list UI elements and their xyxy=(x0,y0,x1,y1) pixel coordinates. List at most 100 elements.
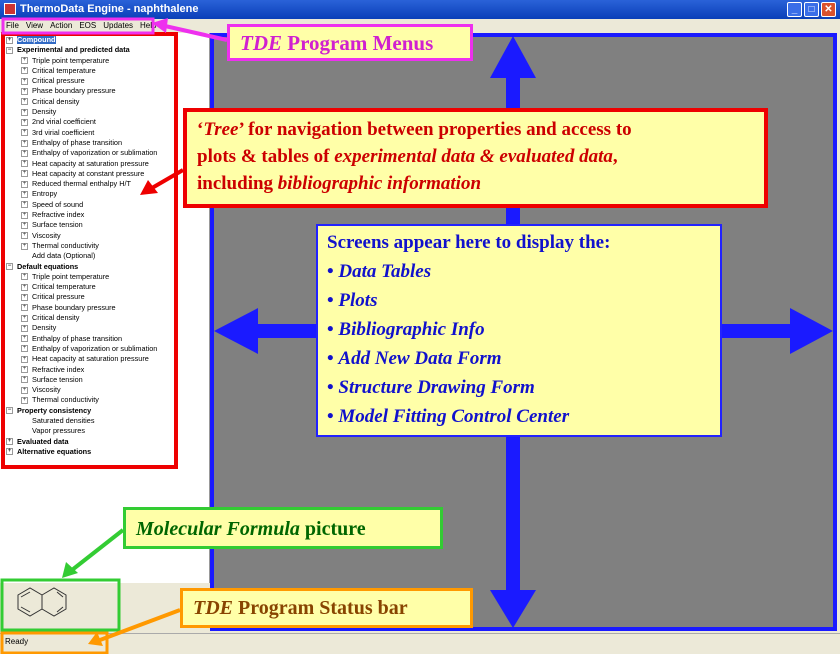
tree-item[interactable]: + Reduced thermal enthalpy H/T xyxy=(6,179,157,189)
expand-icon[interactable]: + xyxy=(21,160,28,168)
expand-icon[interactable]: + xyxy=(21,386,28,394)
tree-item-label: Reduced thermal enthalpy H/T xyxy=(32,179,131,189)
tree-item[interactable]: +Enthalpy of vaporization or sublimation xyxy=(6,344,157,354)
tree-item[interactable]: +Heat capacity at saturation pressure xyxy=(6,354,157,364)
close-button[interactable]: ✕ xyxy=(821,2,836,17)
tree-item-compound[interactable]: + Compound xyxy=(6,35,157,45)
callout-text: picture xyxy=(299,518,366,540)
tree-item[interactable]: +2nd virial coefficient xyxy=(6,117,157,127)
expand-icon[interactable]: + xyxy=(21,355,28,363)
expand-icon[interactable]: + xyxy=(21,335,28,343)
expand-icon[interactable]: + xyxy=(21,67,28,75)
tree-item[interactable]: +Critical pressure xyxy=(6,76,157,86)
expand-icon[interactable]: + xyxy=(21,304,28,312)
tree-item[interactable]: +Critical pressure xyxy=(6,292,157,302)
tree-item[interactable]: Saturated densities xyxy=(6,416,157,426)
expand-icon[interactable]: + xyxy=(21,376,28,384)
tree-group[interactable]: −Property consistency xyxy=(6,406,157,416)
tree-item[interactable]: +Viscosity xyxy=(6,385,157,395)
expand-icon[interactable]: + xyxy=(21,314,28,322)
tree-item[interactable]: + Enthalpy of vaporization or sublimation xyxy=(6,148,157,158)
tree-item[interactable]: +Heat capacity at constant pressure xyxy=(6,169,157,179)
tree-item[interactable]: +Density xyxy=(6,107,157,117)
tree-group[interactable]: −Default equations xyxy=(6,262,157,272)
menu-eos[interactable]: EOS xyxy=(79,21,97,30)
collapse-icon[interactable]: − xyxy=(6,46,13,54)
expand-icon[interactable]: + xyxy=(21,108,28,116)
tree-item[interactable]: + Enthalpy of phase transition xyxy=(6,138,157,148)
expand-icon[interactable]: + xyxy=(21,149,28,157)
expand-icon[interactable]: + xyxy=(21,201,28,209)
tree-item-label: Enthalpy of phase transition xyxy=(32,137,123,147)
expand-icon[interactable]: + xyxy=(21,396,28,404)
expand-icon[interactable]: + xyxy=(21,98,28,106)
tree-item-label: Enthalpy of vaporization or sublimation xyxy=(32,148,158,158)
tree-item[interactable]: +3rd virial coefficient xyxy=(6,128,157,138)
tree-item-label: Thermal conductivity xyxy=(32,395,99,405)
tree-item[interactable]: +Critical temperature xyxy=(6,66,157,76)
expand-icon[interactable]: + xyxy=(21,118,28,126)
maximize-button[interactable]: □ xyxy=(804,2,819,17)
tree-item[interactable]: +Critical temperature xyxy=(6,282,157,292)
tree-item[interactable]: + Thermal conductivity xyxy=(6,395,157,405)
tree-group[interactable]: +Evaluated data xyxy=(6,437,157,447)
tree-item[interactable]: +Surface tension xyxy=(6,375,157,385)
expand-icon[interactable]: + xyxy=(6,438,13,446)
expand-icon[interactable]: + xyxy=(21,57,28,65)
expand-icon[interactable]: + xyxy=(21,139,28,147)
tree-item[interactable]: Add data (Optional) xyxy=(6,251,157,261)
tree-item[interactable]: +Critical density xyxy=(6,97,157,107)
tree-item[interactable]: +Triple point temperature xyxy=(6,272,157,282)
tree-item[interactable]: +Heat capacity at saturation pressure xyxy=(6,159,157,169)
expand-icon[interactable]: + xyxy=(21,191,28,199)
tree-item[interactable]: +Phase boundary pressure xyxy=(6,86,157,96)
tree-item[interactable]: +Critical density xyxy=(6,313,157,323)
tree-item-label: Entropy xyxy=(32,189,58,199)
tree-item[interactable]: +Triple point temperature xyxy=(6,56,157,66)
tree-item[interactable]: +Speed of sound xyxy=(6,200,157,210)
collapse-icon[interactable]: − xyxy=(6,407,13,415)
menu-file[interactable]: File xyxy=(6,21,19,30)
expand-icon[interactable]: + xyxy=(21,242,28,250)
tree-item[interactable]: +Density xyxy=(6,323,157,333)
tree-item[interactable]: +Phase boundary pressure xyxy=(6,303,157,313)
tree-item[interactable]: Vapor pressures xyxy=(6,426,157,436)
expand-icon[interactable]: + xyxy=(21,324,28,332)
tree-item[interactable]: + Entropy xyxy=(6,189,157,199)
tree-item[interactable]: +Refractive index xyxy=(6,365,157,375)
expand-icon[interactable]: + xyxy=(21,366,28,374)
minimize-button[interactable]: _ xyxy=(787,2,802,17)
menus-callout: TDE Program Menus xyxy=(227,24,473,61)
expand-icon[interactable]: + xyxy=(21,345,28,353)
expand-icon[interactable]: + xyxy=(21,294,28,301)
property-tree[interactable]: + Compound−Experimental and predicted dat… xyxy=(6,35,157,457)
tree-group[interactable]: +Alternative equations xyxy=(6,447,157,457)
tree-item[interactable]: +Thermal conductivity xyxy=(6,241,157,251)
expand-icon[interactable]: + xyxy=(21,88,28,96)
tree-item[interactable]: +Surface tension xyxy=(6,220,157,230)
menu-help[interactable]: Help xyxy=(140,21,157,30)
expand-icon[interactable]: + xyxy=(21,211,28,219)
expand-icon[interactable]: + xyxy=(21,221,28,229)
screen-type-item: • Model Fitting Control Center xyxy=(327,406,570,427)
menu-view[interactable]: View xyxy=(25,21,44,30)
expand-icon[interactable]: + xyxy=(6,448,13,456)
expand-icon[interactable]: + xyxy=(21,129,28,137)
screen-type-label: Data Tables xyxy=(338,261,432,282)
menu-action[interactable]: Action xyxy=(50,21,73,30)
menu-updates[interactable]: Updates xyxy=(103,21,134,30)
expand-icon[interactable]: + xyxy=(21,232,28,240)
expand-icon[interactable]: + xyxy=(21,273,28,281)
expand-icon[interactable]: + xyxy=(21,180,28,188)
tree-group[interactable]: −Experimental and predicted data xyxy=(6,45,157,55)
tree-item-label: Compound xyxy=(17,35,56,44)
expand-icon[interactable]: + xyxy=(21,283,28,291)
collapse-icon[interactable]: − xyxy=(6,263,13,271)
tree-item[interactable]: +Refractive index xyxy=(6,210,157,220)
expand-icon[interactable]: + xyxy=(21,77,28,85)
tree-item[interactable]: +Enthalpy of phase transition xyxy=(6,334,157,344)
expand-icon[interactable]: + xyxy=(6,36,13,44)
expand-icon[interactable]: + xyxy=(21,170,28,178)
formula-callout: Molecular Formula picture xyxy=(123,507,443,549)
tree-item[interactable]: +Viscosity xyxy=(6,231,157,241)
